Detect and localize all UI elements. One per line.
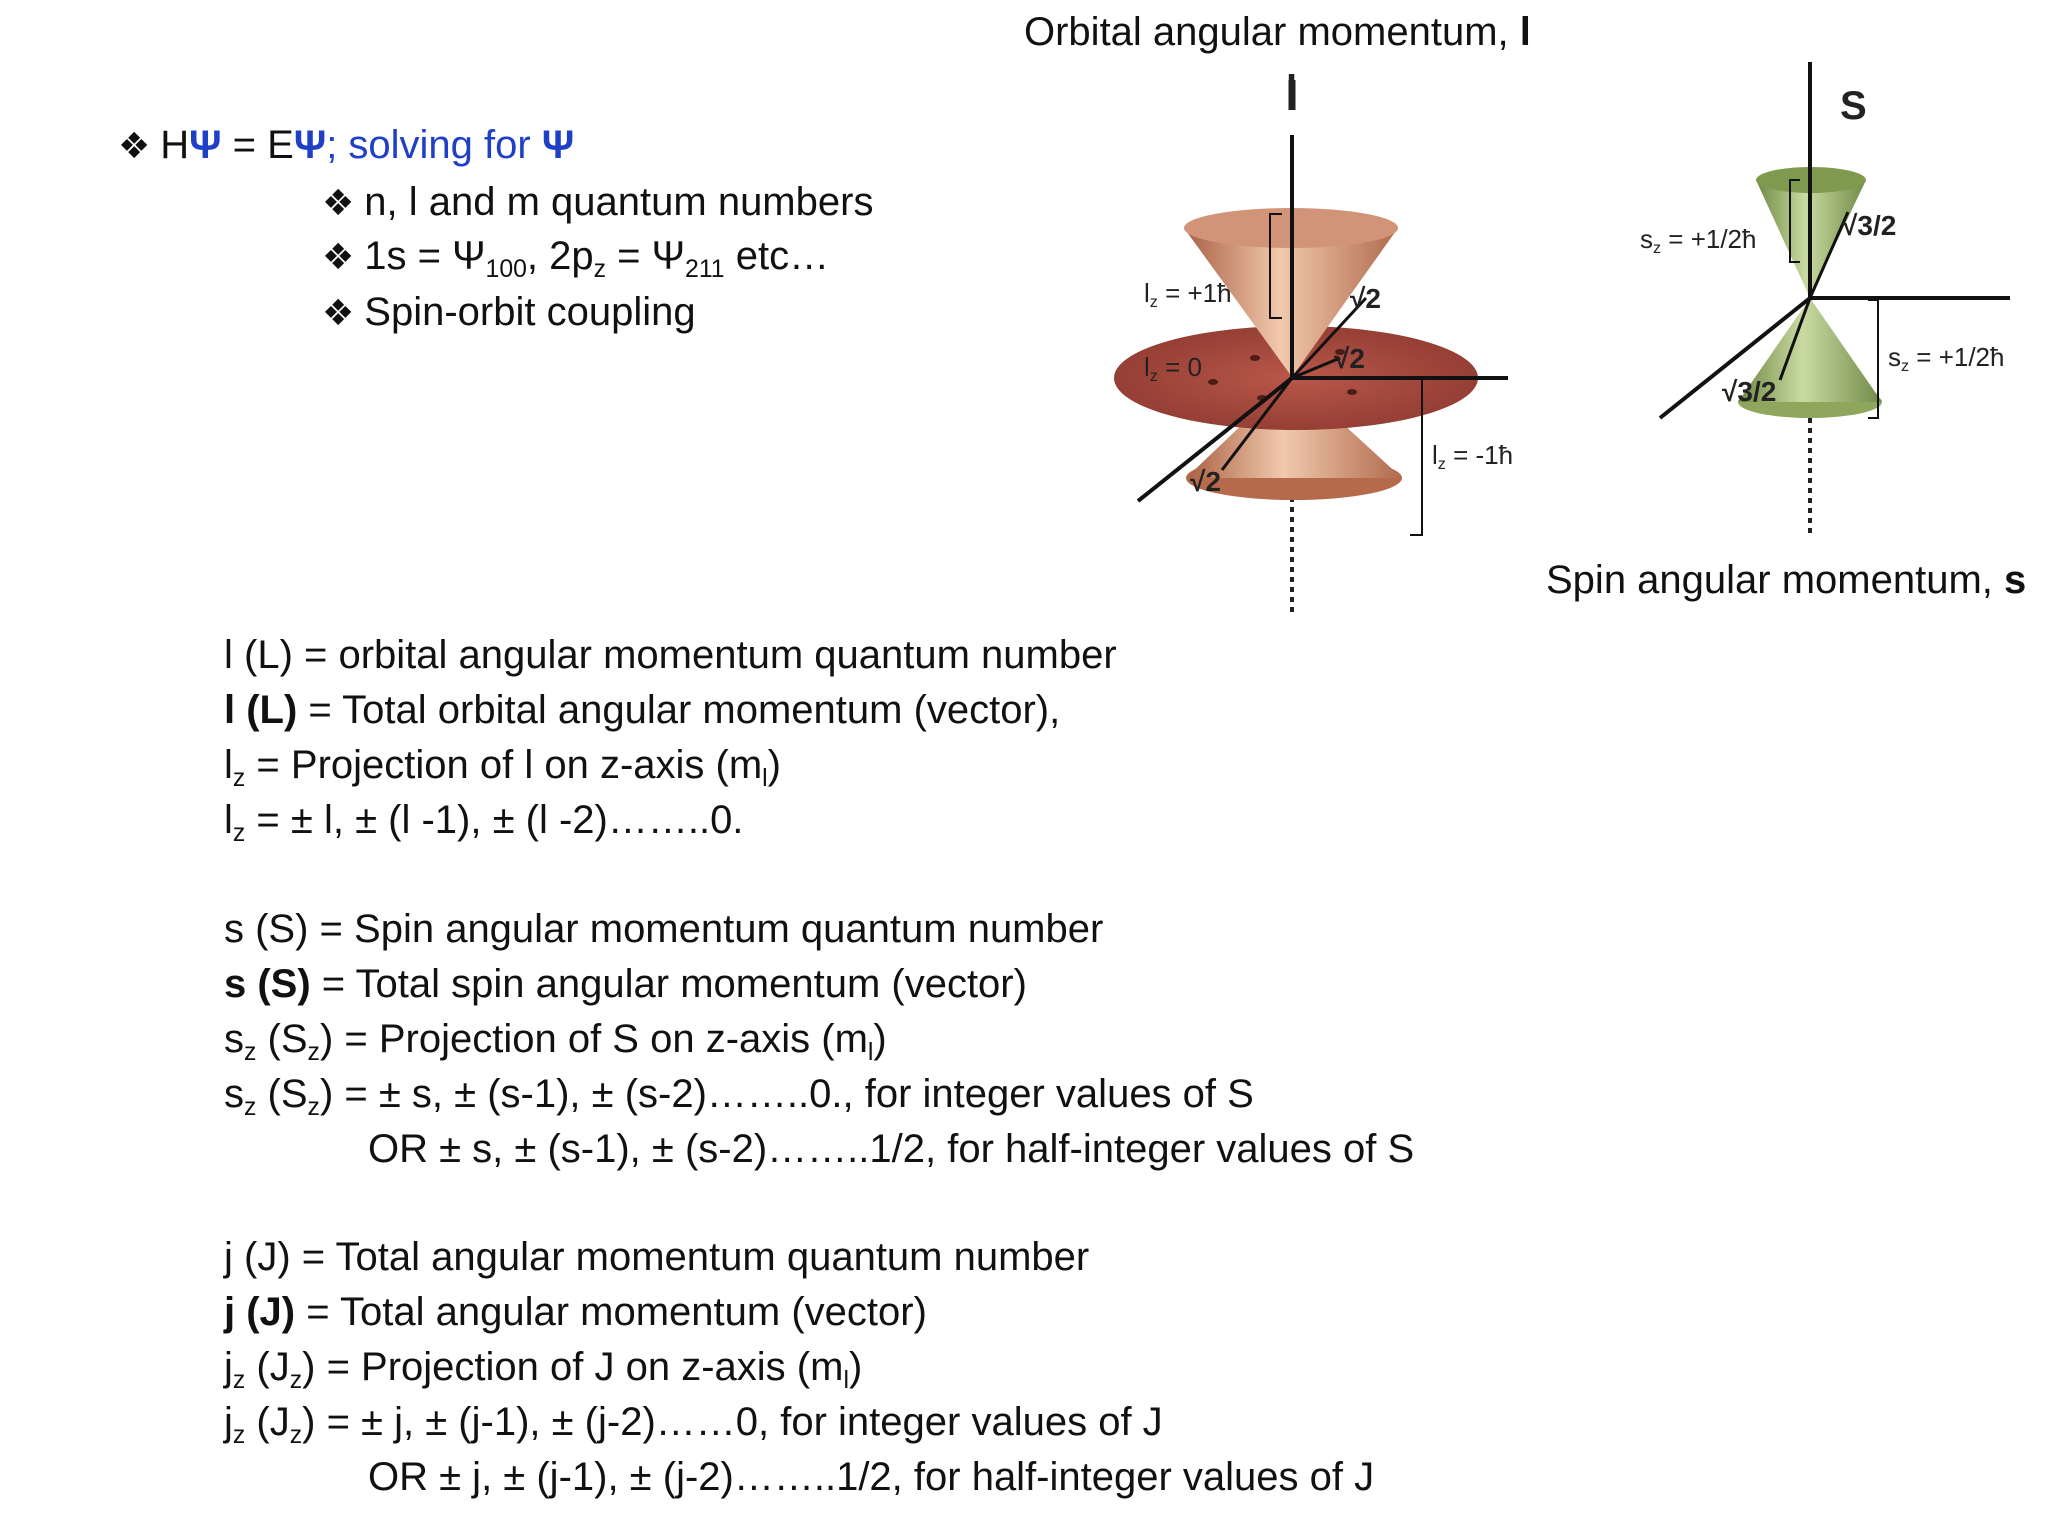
diamond-bullet-icon: ❖ [322,236,355,277]
heading-line: ❖HΨ = EΨ; solving for Ψ [118,123,575,167]
diamond-bullet-icon: ❖ [322,182,355,223]
total-def-quantum-number: j (J) = Total angular momentum quantum n… [224,1235,1090,1279]
spin-root-upper-label: √3/2 [1842,210,1897,241]
spin-def-half-integer-values: OR ± s, ± (s-1), ± (s-2)……..1/2, for hal… [368,1127,1415,1171]
upper-vector [1290,296,1368,380]
orbital-def-vector: l (L) = Total orbital angular momentum (… [224,688,1061,732]
lz-minus-bracket [1410,377,1423,536]
orbital-def-projection: lz = Projection of l on z-axis (ml) [224,743,781,792]
root-upper-label: √2 [1350,283,1381,314]
root-mid-label: √2 [1334,343,1365,374]
lz-plus-label: lz = +1ħ [1144,278,1232,312]
sz-upper-label: sz = +1/2ħ [1640,224,1757,258]
spin-def-vector: s (S) = Total spin angular momentum (vec… [224,962,1027,1006]
spin-x-axis [1658,296,1812,420]
sz-lower-bracket [1868,299,1879,419]
spin-axis-label: S [1840,84,1867,128]
sz-upper-bracket [1789,179,1800,263]
mid-vector [1291,356,1341,380]
total-def-projection: jz (Jz) = Projection of J on z-axis (ml) [224,1345,863,1394]
orbital-axis-label: l [1286,68,1298,112]
sz-lower-label: sz = +1/2ħ [1888,342,2005,376]
x-axis [1136,376,1294,503]
spin-lower-vector [1778,297,1812,381]
lz-minus-label: lz = -1ħ [1432,440,1514,474]
orbital-def-quantum-number: l (L) = orbital angular momentum quantum… [224,633,1117,677]
root-lower-label: √2 [1190,466,1221,497]
orbital-diagram [1114,80,1508,612]
total-def-vector: j (J) = Total angular momentum (vector) [224,1290,927,1334]
lz-zero-label: lz = 0 [1144,352,1202,386]
spin-lower-cone [1738,298,1882,402]
diamond-bullet-icon: ❖ [118,125,151,166]
sub-bullet-spin-orbit: ❖Spin-orbit coupling [322,290,696,334]
sub-bullet-orbitals: ❖1s = Ψ100, 2pz = Ψ211 etc… [322,234,830,283]
orbital-def-values: lz = ± l, ± (l -1), ± (l -2)……..0. [224,798,744,847]
orbital-caption: Orbital angular momentum, l [1024,10,1531,54]
spin-upper-vector [1808,211,1850,299]
spin-caption: Spin angular momentum, s [1546,558,2027,602]
spin-def-projection: sz (Sz) = Projection of S on z-axis (ml) [224,1017,887,1066]
spin-root-lower-label: √3/2 [1722,376,1777,407]
total-def-half-integer-values: OR ± j, ± (j-1), ± (j-2)……..1/2, for hal… [368,1455,1375,1499]
sub-bullet-quantum-numbers: ❖n, l and m quantum numbers [322,180,874,224]
total-def-integer-values: jz (Jz) = ± j, ± (j-1), ± (j-2)……0, for … [224,1400,1163,1449]
diamond-bullet-icon: ❖ [322,292,355,333]
lz-plus-bracket [1269,213,1282,319]
spin-def-quantum-number: s (S) = Spin angular momentum quantum nu… [224,907,1104,951]
lower-vector [1220,377,1294,471]
spin-diagram [1658,62,2010,534]
spin-def-integer-values: sz (Sz) = ± s, ± (s-1), ± (s-2)……..0., f… [224,1072,1254,1121]
